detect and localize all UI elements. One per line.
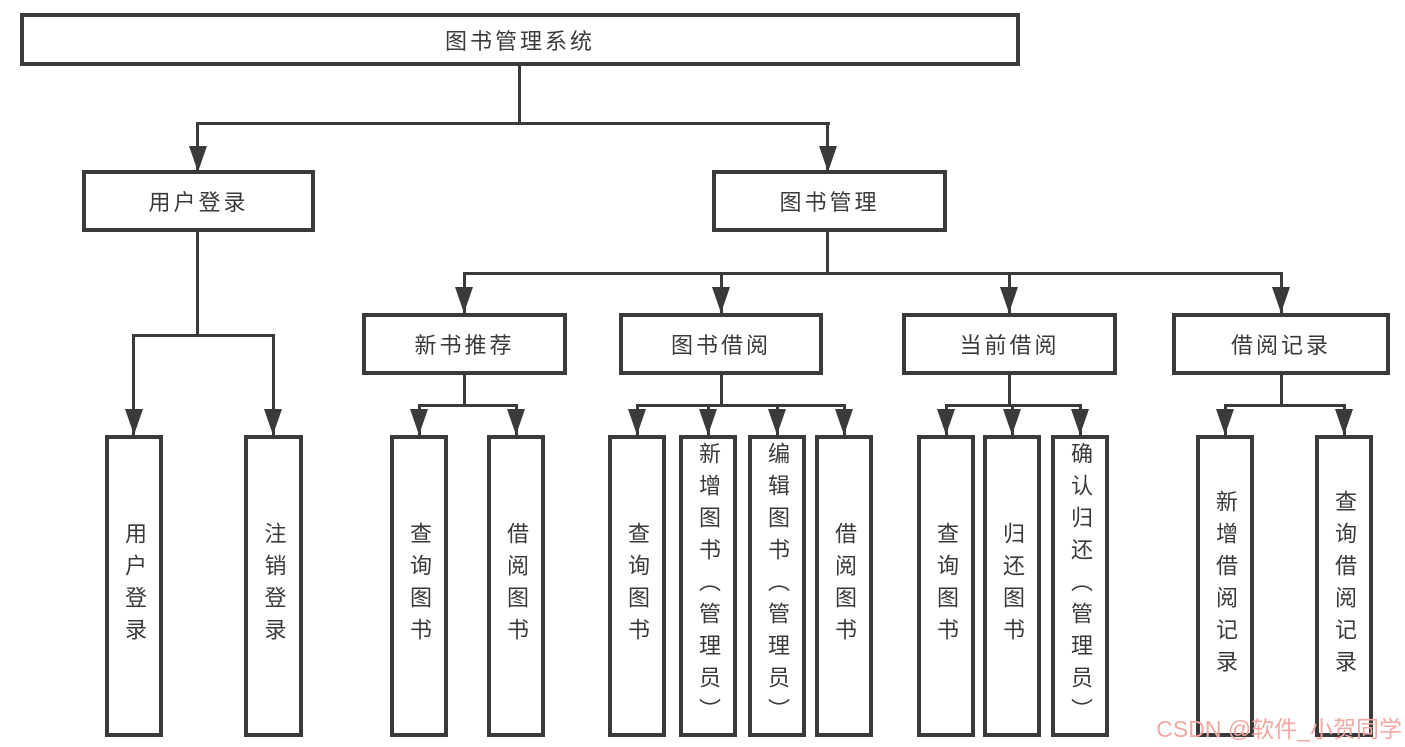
connector-current-borrowing-stub (1008, 375, 1011, 407)
connector-user-login-bar (133, 334, 275, 337)
leaf-add-books-admin: 新增图书（管理员） (679, 435, 737, 737)
connector-borrow-records-bar (1224, 404, 1346, 407)
leaf-edit-books-admin: 编辑图书（管理员） (748, 435, 806, 737)
node-label: 借阅记录 (1230, 333, 1331, 358)
leaf-add-borrow-record: 新增借阅记录 (1196, 435, 1254, 737)
leaf-return-books: 归还图书 (983, 435, 1041, 737)
arrow-down-icon (1335, 409, 1353, 435)
node-root: 图书管理系统 (20, 13, 1020, 66)
arrow-down-icon (819, 146, 837, 172)
leaf-label: 查询图书 (407, 522, 432, 650)
leaf-borrow-books-borrowing: 借阅图书 (815, 435, 873, 737)
arrow-down-icon (1272, 287, 1290, 313)
node-label: 新书推荐 (414, 333, 515, 358)
node-label: 用户登录 (148, 190, 249, 215)
connector-stem-leaf (272, 334, 275, 435)
arrow-down-icon (1000, 287, 1018, 313)
leaf-confirm-return-admin: 确认归还（管理员） (1051, 435, 1109, 737)
node-current-borrowing: 当前借阅 (902, 313, 1117, 375)
node-label: 当前借阅 (959, 333, 1060, 358)
leaf-logout: 注销登录 (244, 435, 303, 737)
leaf-label: 借阅图书 (832, 522, 857, 650)
node-book-management: 图书管理 (712, 170, 947, 232)
arrow-down-icon (937, 409, 955, 435)
connector-new-book-stub (463, 375, 466, 407)
connector-book-borrowing-bar (636, 404, 846, 407)
leaf-label: 查询图书 (625, 522, 650, 650)
leaf-label: 用户登录 (122, 522, 147, 650)
arrow-down-icon (125, 409, 143, 435)
arrow-down-icon (768, 409, 786, 435)
arrow-down-icon (410, 409, 428, 435)
connector-level2-bar (463, 272, 1282, 275)
leaf-user-login: 用户登录 (105, 435, 163, 737)
connector-book-management-stub (826, 232, 829, 274)
arrow-down-icon (1071, 409, 1089, 435)
node-book-borrowing: 图书借阅 (619, 313, 823, 375)
leaf-query-books-recommend: 查询图书 (390, 435, 448, 737)
leaf-query-books-borrowing: 查询图书 (608, 435, 666, 737)
connector-level1-bar (196, 122, 830, 125)
connector-borrow-records-stub (1280, 375, 1283, 407)
leaf-query-borrow-record: 查询借阅记录 (1315, 435, 1373, 737)
arrow-down-icon (699, 409, 717, 435)
connector-book-borrowing-stub (720, 375, 723, 407)
leaf-label: 借阅图书 (504, 522, 529, 650)
arrow-down-icon (628, 409, 646, 435)
leaf-label: 新增图书（管理员） (696, 442, 721, 730)
arrow-down-icon (1216, 409, 1234, 435)
leaf-label: 注销登录 (261, 522, 287, 650)
node-root-label: 图书管理系统 (444, 28, 595, 54)
arrow-down-icon (189, 146, 207, 172)
arrow-down-icon (455, 287, 473, 313)
leaf-label: 查询借阅记录 (1332, 490, 1357, 682)
leaf-label: 确认归还（管理员） (1068, 442, 1093, 730)
leaf-label: 编辑图书（管理员） (765, 442, 790, 730)
arrow-down-icon (264, 409, 282, 435)
node-user-login: 用户登录 (82, 170, 315, 232)
arrow-down-icon (835, 409, 853, 435)
connector-stem-leaf (132, 334, 135, 435)
node-new-book-recommendation: 新书推荐 (362, 313, 567, 375)
leaf-label: 新增借阅记录 (1213, 490, 1238, 682)
arrow-down-icon (507, 409, 525, 435)
connector-user-login-stub (196, 232, 199, 336)
arrow-down-icon (712, 287, 730, 313)
watermark: CSDN @软件_小贺同学 (1156, 716, 1402, 742)
arrow-down-icon (1003, 409, 1021, 435)
leaf-borrow-books-recommend: 借阅图书 (487, 435, 545, 737)
node-label: 图书管理 (779, 190, 880, 215)
node-borrowing-records: 借阅记录 (1172, 313, 1390, 375)
connector-root-stub (518, 64, 521, 124)
leaf-label: 查询图书 (934, 522, 959, 650)
node-label: 图书借阅 (670, 333, 771, 358)
leaf-label: 归还图书 (1000, 522, 1025, 650)
connector-new-book-bar (418, 404, 518, 407)
leaf-query-books-current: 查询图书 (917, 435, 975, 737)
